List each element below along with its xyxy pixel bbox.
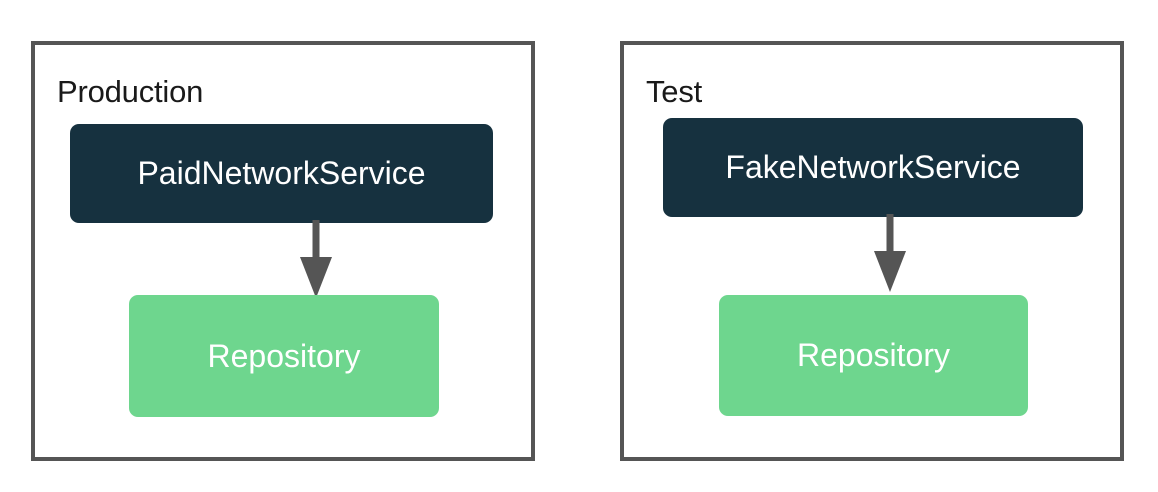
environment-label-test: Test: [646, 74, 703, 109]
node-fake-network-service: FakeNetworkService: [663, 118, 1083, 217]
node-label-fake-network-service: FakeNetworkService: [725, 149, 1021, 185]
node-label-paid-network-service: PaidNetworkService: [137, 155, 426, 191]
node-label-repository-production: Repository: [207, 337, 361, 374]
environment-panel-test: Test FakeNetworkService Repository: [620, 41, 1124, 461]
node-paid-network-service: PaidNetworkService: [70, 124, 493, 223]
node-repository-production: Repository: [129, 295, 439, 417]
node-label-repository-test: Repository: [797, 337, 950, 373]
arrow-production-service-to-repository: [300, 220, 332, 298]
environment-label-production: Production: [57, 74, 204, 109]
environment-panel-production: Production PaidNetworkService Repository: [31, 41, 535, 461]
node-repository-test: Repository: [719, 295, 1028, 416]
arrow-test-service-to-repository: [874, 214, 906, 292]
